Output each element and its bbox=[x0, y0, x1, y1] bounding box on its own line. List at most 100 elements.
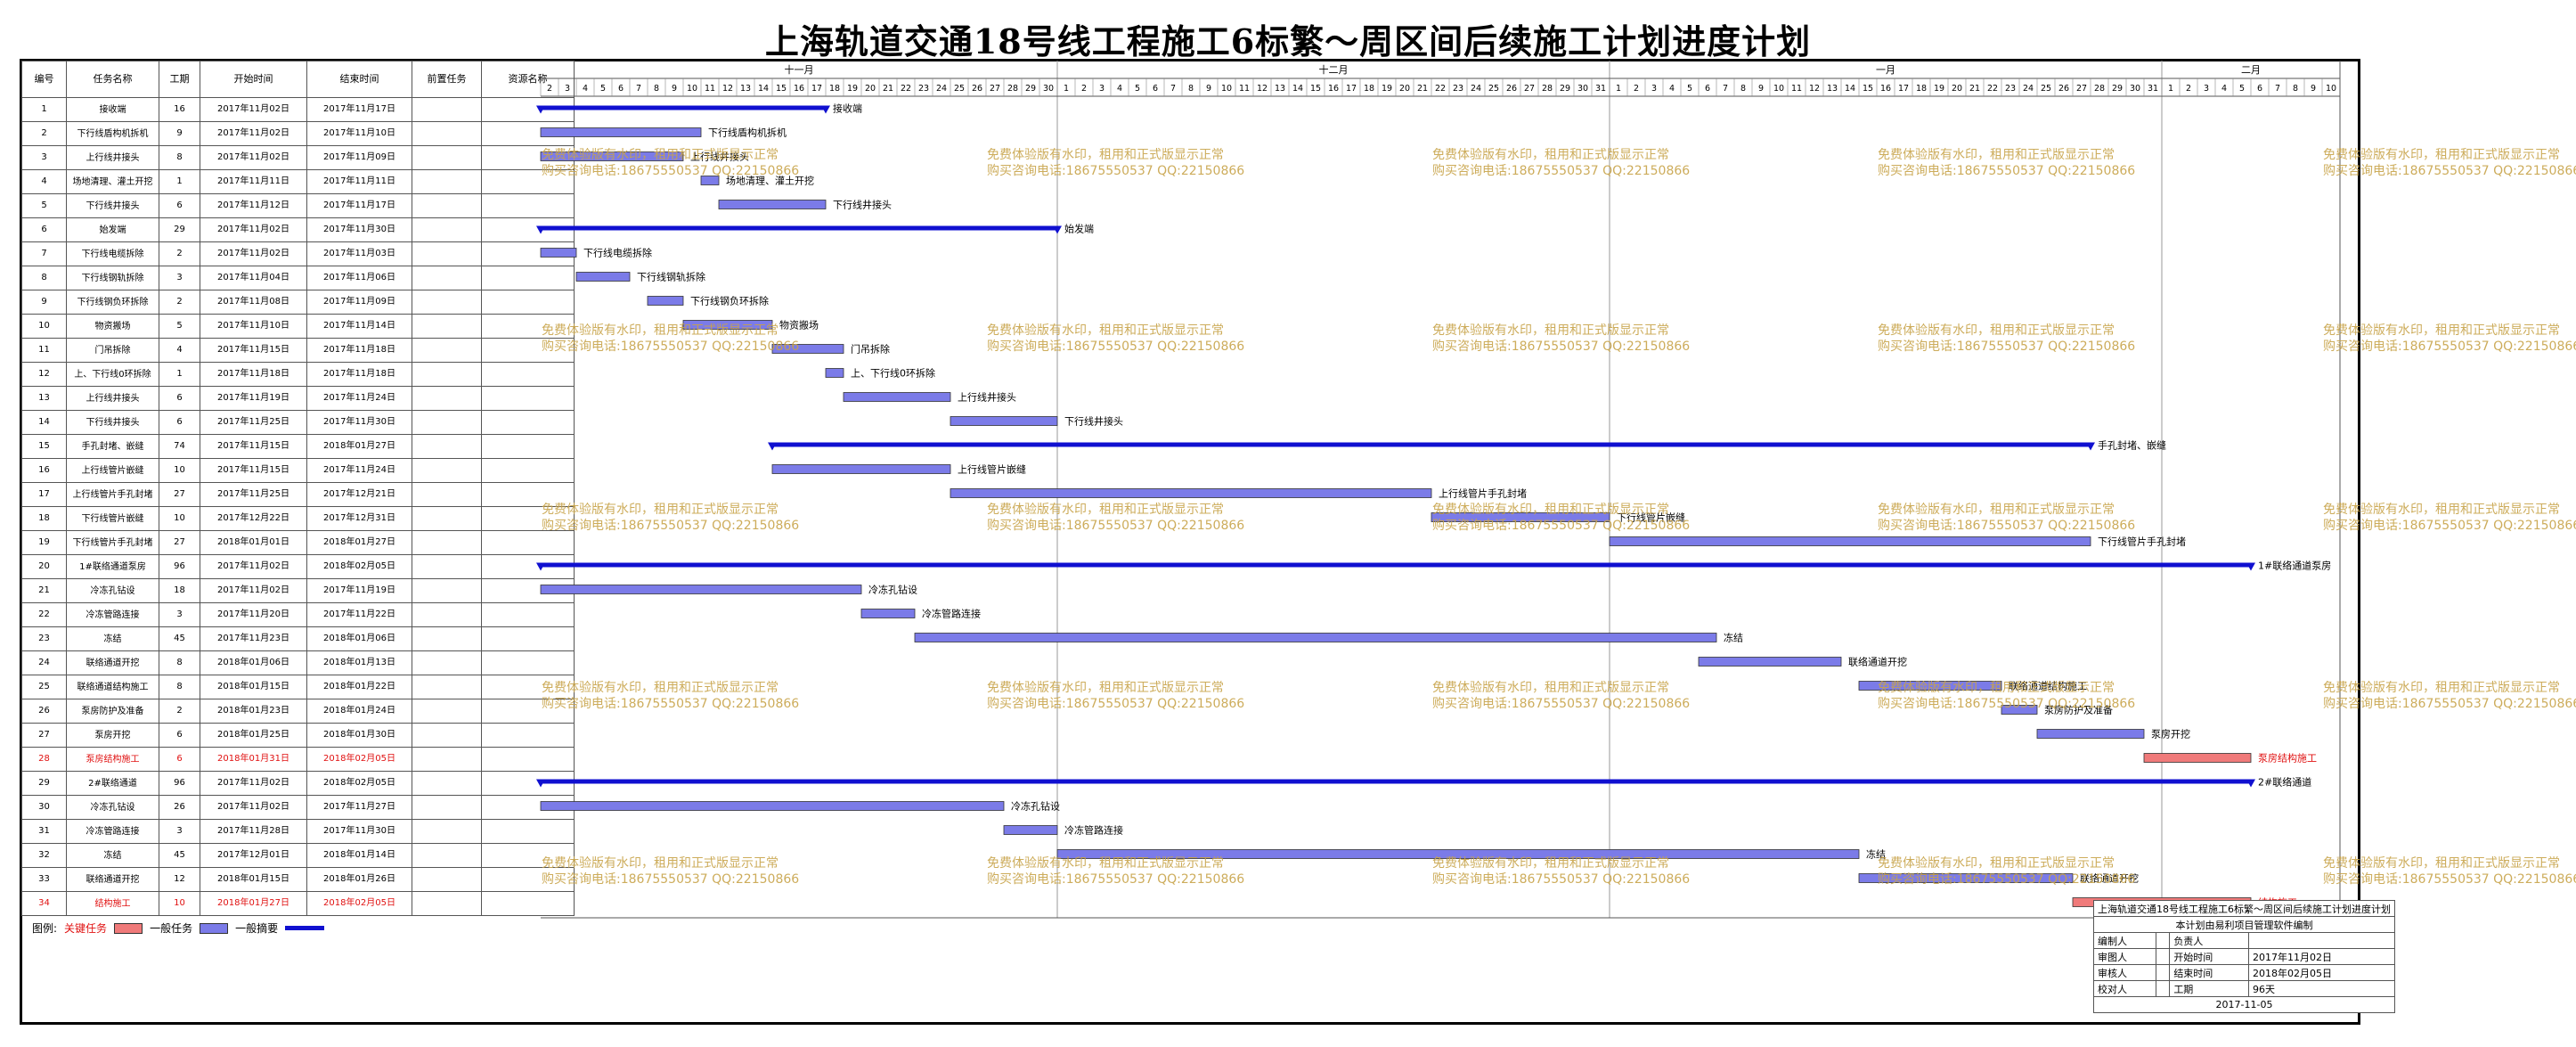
task-start: 2018年01月27日 bbox=[200, 891, 307, 916]
day-label: 14 bbox=[1292, 84, 1303, 94]
task-duration: 5 bbox=[159, 314, 200, 339]
day-label: 10 bbox=[1221, 84, 1232, 94]
summary-bar bbox=[541, 105, 826, 110]
day-label: 7 bbox=[1170, 84, 1176, 94]
title-block-cell: 审图人 bbox=[2092, 948, 2157, 965]
task-name: 上行线管片手孔封堵 bbox=[66, 482, 159, 507]
day-label: 13 bbox=[1275, 84, 1285, 94]
month-label: 二月 bbox=[2241, 64, 2261, 76]
task-bar bbox=[682, 320, 773, 330]
day-label: 18 bbox=[1916, 84, 1927, 94]
task-resource bbox=[481, 386, 575, 411]
column-header: 工期 bbox=[159, 61, 200, 98]
month-label: 一月 bbox=[1876, 64, 1895, 76]
task-resource bbox=[481, 193, 575, 218]
day-label: 19 bbox=[1382, 84, 1392, 94]
task-name: 物资搬场 bbox=[66, 314, 159, 339]
bar-label: 下行线钢轨拆除 bbox=[637, 271, 705, 283]
day-label: 25 bbox=[2041, 84, 2051, 94]
task-name: 上行线井接头 bbox=[66, 386, 159, 411]
task-bar bbox=[540, 801, 1005, 811]
legend-normal-label: 一般任务 bbox=[150, 922, 193, 935]
task-start: 2017年11月02日 bbox=[200, 578, 307, 603]
task-end: 2017年11月03日 bbox=[306, 241, 412, 266]
task-start: 2017年11月18日 bbox=[200, 362, 307, 387]
day-label: 12 bbox=[1257, 84, 1268, 94]
bar-label: 1#联络通道泵房 bbox=[2258, 560, 2331, 572]
day-label: 23 bbox=[1453, 84, 1463, 94]
day-label: 8 bbox=[2293, 84, 2298, 94]
day-label: 21 bbox=[1969, 84, 1980, 94]
task-bar bbox=[1609, 536, 2091, 546]
task-duration: 96 bbox=[159, 554, 200, 579]
task-duration: 29 bbox=[159, 217, 200, 242]
day-label: 3 bbox=[565, 84, 570, 94]
summary-cap bbox=[2246, 562, 2255, 571]
day-label: 11 bbox=[1239, 84, 1250, 94]
bar-label: 场地清理、灌土开挖 bbox=[726, 175, 814, 187]
title-block-cell: 审核人 bbox=[2092, 964, 2157, 981]
title-block-project: 上海轨道交通18号线工程施工6标繁～周区间后续施工计划进度计划 bbox=[2093, 900, 2395, 917]
day-label: 28 bbox=[1007, 84, 1018, 94]
day-label: 7 bbox=[2275, 84, 2280, 94]
bar-label: 泵房开挖 bbox=[2151, 728, 2190, 740]
day-label: 22 bbox=[1435, 84, 1446, 94]
bar-label: 上行线管片手孔封堵 bbox=[1439, 487, 1527, 500]
day-label: 14 bbox=[1845, 84, 1855, 94]
task-name: 冻结 bbox=[66, 626, 159, 651]
task-id: 17 bbox=[21, 482, 67, 507]
title-block-cell bbox=[2156, 980, 2171, 997]
task-resource bbox=[481, 699, 575, 724]
day-label: 13 bbox=[740, 84, 751, 94]
task-start: 2017年11月02日 bbox=[200, 121, 307, 146]
day-label: 15 bbox=[1863, 84, 1873, 94]
task-duration: 2 bbox=[159, 241, 200, 266]
day-label: 31 bbox=[1595, 84, 1606, 94]
task-end: 2018年02月05日 bbox=[306, 554, 412, 579]
task-start: 2017年11月02日 bbox=[200, 217, 307, 242]
task-predecessor bbox=[412, 386, 482, 411]
page-title: 上海轨道交通18号线工程施工6标繁～周区间后续施工计划进度计划 bbox=[764, 21, 1812, 61]
summary-bar bbox=[541, 562, 2251, 568]
task-end: 2017年11月17日 bbox=[306, 193, 412, 218]
task-name: 联络通道开挖 bbox=[66, 867, 159, 892]
day-label: 1 bbox=[1616, 84, 1621, 94]
task-bar bbox=[540, 585, 862, 594]
title-block-cell: 结束时间 bbox=[2169, 964, 2249, 981]
legend: 图例: 关键任务 一般任务 一般摘要 bbox=[32, 920, 325, 936]
bar-label: 下行线盾构机拆机 bbox=[708, 127, 787, 139]
legend-critical-label: 关键任务 bbox=[64, 922, 108, 935]
task-resource bbox=[481, 771, 575, 796]
day-label: 16 bbox=[1328, 84, 1339, 94]
task-bar bbox=[718, 200, 827, 209]
task-duration: 74 bbox=[159, 434, 200, 459]
day-label: 28 bbox=[1542, 84, 1553, 94]
